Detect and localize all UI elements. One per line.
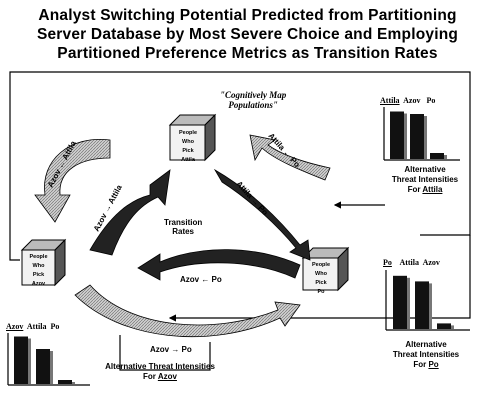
bars-azov bbox=[14, 336, 75, 384]
arrow-attila-from-po bbox=[249, 134, 331, 181]
bars-azov-bar-shadow-azov bbox=[28, 338, 31, 384]
arrow-azov-to-attila bbox=[89, 169, 171, 256]
caption-attila: Alternative Threat Intensities For Attil… bbox=[391, 165, 459, 194]
transition-rates-label: Transition Rates bbox=[164, 218, 203, 236]
bars-po-bar-po bbox=[393, 275, 407, 329]
bars-attila bbox=[390, 111, 447, 159]
bars-attila-bar-attila bbox=[390, 111, 404, 159]
bars-po-bar-attila bbox=[415, 281, 429, 329]
arrow-azov-to-po bbox=[74, 284, 301, 338]
legend-po-item-1: Po bbox=[383, 258, 392, 267]
label-azov-from-po: Azov ← Po bbox=[180, 275, 222, 284]
title-line-3: Partitioned Preference Metrics as Transi… bbox=[57, 45, 438, 62]
bars-attila-bar-azov bbox=[410, 114, 424, 159]
arrow-attila-to-po bbox=[213, 168, 311, 261]
bars-attila-bar-shadow-attila bbox=[404, 113, 407, 159]
legend-azov: Azov Attila Po bbox=[6, 322, 59, 331]
legend-attila-item-2: Azov bbox=[403, 96, 421, 105]
bars-azov-bar-shadow-po bbox=[72, 382, 75, 384]
connector-left bbox=[9, 92, 20, 261]
bars-po-bar-shadow-attila bbox=[429, 283, 432, 329]
bars-azov-bar-shadow-attila bbox=[50, 351, 53, 384]
legend-po-item-3: Azov bbox=[422, 258, 440, 267]
bars-attila-bar-shadow-azov bbox=[424, 116, 427, 159]
legend-po: Po Attila Azov bbox=[383, 258, 440, 267]
annotation-cognitively-map: "Cognitively Map Populations" bbox=[220, 90, 287, 110]
title-line-1: Analyst Switching Potential Predicted fr… bbox=[38, 7, 457, 24]
title-line-2: Server Database by Most Severe Choice an… bbox=[36, 26, 459, 43]
legend-attila-item-3: Po bbox=[426, 96, 436, 105]
bars-po-bar-shadow-azov bbox=[451, 325, 454, 329]
cube-attila bbox=[168, 113, 217, 162]
cube-po-text: People Who Pick Po bbox=[311, 262, 331, 295]
chart-attila bbox=[383, 107, 460, 161]
label-azov-to-po: Azov → Po bbox=[150, 345, 192, 354]
legend-po-item-2: Attila bbox=[399, 258, 420, 267]
bars-azov-bar-po bbox=[58, 380, 72, 384]
chart-po bbox=[385, 270, 470, 331]
bars-po bbox=[393, 275, 454, 329]
legend-azov-item-1: Azov bbox=[6, 322, 24, 331]
label-attila-to-po: Attila → Po bbox=[235, 179, 270, 217]
bars-attila-bar-shadow-po bbox=[444, 155, 447, 159]
diagram-title: Analyst Switching Potential Predicted fr… bbox=[0, 6, 495, 63]
cube-azov-text: People Who Pick Azov bbox=[29, 254, 48, 287]
legend-azov-item-2: Attila bbox=[26, 322, 47, 331]
bars-azov-bar-attila bbox=[36, 349, 50, 384]
legend-azov-item-3: Po bbox=[50, 322, 60, 331]
legend-attila: Attila Azov Po bbox=[380, 96, 435, 105]
bars-po-bar-shadow-po bbox=[407, 277, 410, 329]
cube-azov bbox=[20, 238, 67, 287]
caption-azov: Alternative Threat Intensities For Azov bbox=[105, 362, 215, 381]
arrow-azov-from-po bbox=[137, 249, 301, 281]
connector-azov-chart bbox=[119, 335, 211, 371]
connector-top bbox=[9, 71, 471, 236]
caption-po: Alternative Threat Intensities For Po bbox=[392, 340, 460, 369]
chart-azov bbox=[7, 333, 90, 386]
bars-azov-bar-azov bbox=[14, 336, 28, 384]
bars-attila-bar-po bbox=[430, 153, 444, 159]
cube-po bbox=[301, 246, 350, 292]
legend-attila-item-1: Attila bbox=[380, 96, 400, 105]
arrow-azov-from-attila bbox=[34, 138, 111, 223]
cube-attila-text: People Who Pick Attila bbox=[178, 130, 198, 163]
bars-po-bar-azov bbox=[437, 323, 451, 329]
